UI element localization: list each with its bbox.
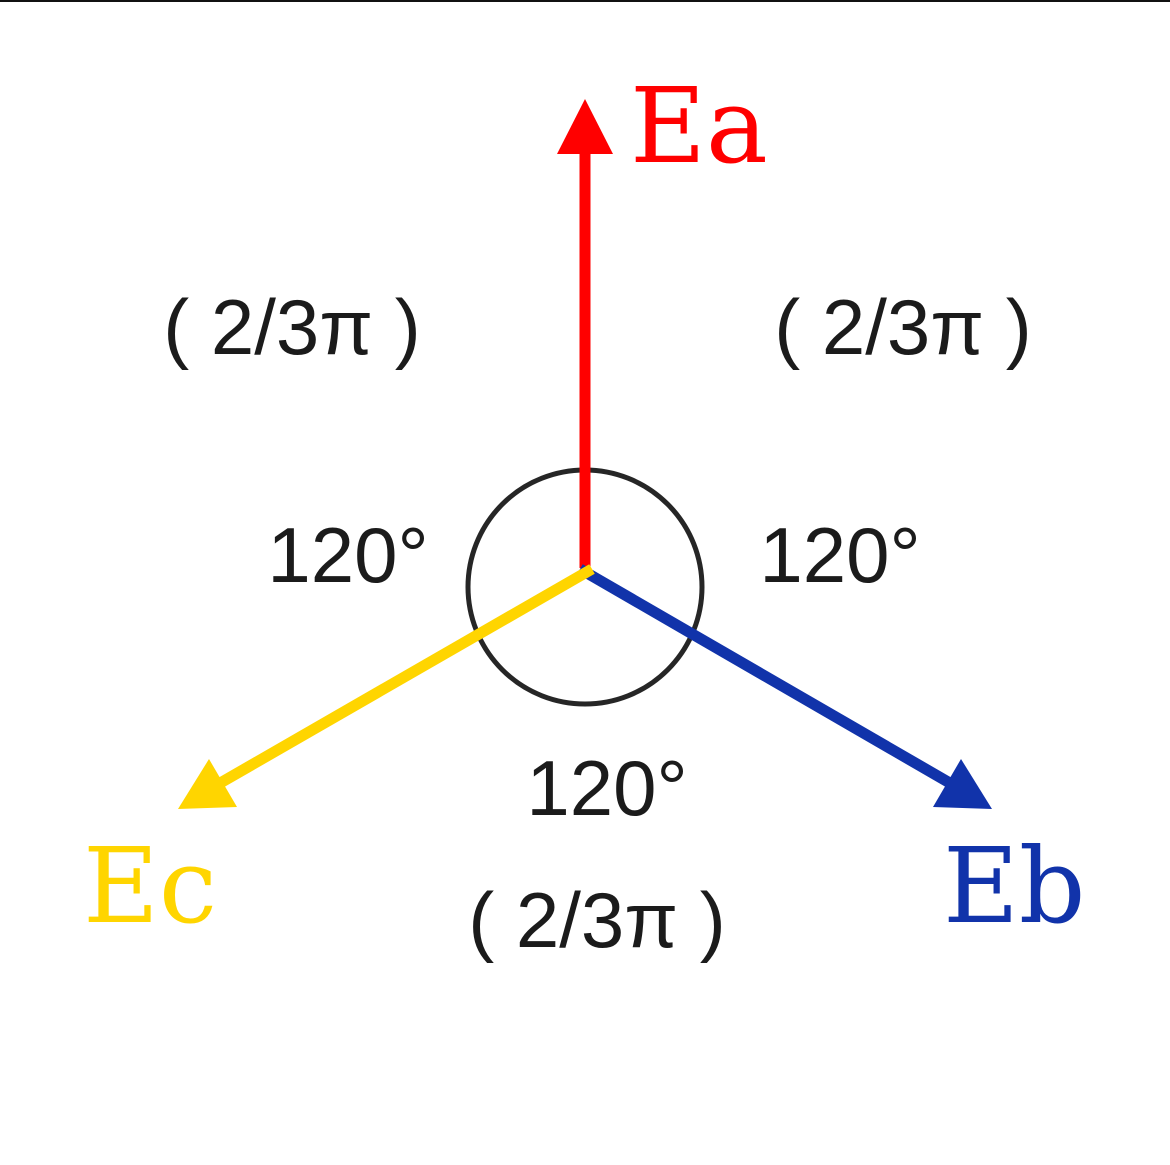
ec-label: Ec (83, 825, 217, 947)
angle-degrees-left: 120° (267, 511, 428, 599)
angle-radians-bottom: ( 2/3π ) (468, 876, 726, 964)
angle-degrees-bottom: 120° (526, 744, 687, 832)
phasor-eb (577, 564, 992, 809)
ea-label: Ea (630, 65, 768, 187)
ea-arrowhead (557, 99, 613, 154)
angle-radians-left: ( 2/3π ) (163, 283, 421, 371)
ec-arrowhead (178, 759, 237, 809)
phasor-ec (178, 564, 595, 809)
eb-label: Eb (943, 825, 1086, 947)
angle-radians-right: ( 2/3π ) (774, 283, 1032, 371)
angle-degrees-right: 120° (759, 511, 920, 599)
eb-arrowhead (933, 759, 992, 809)
ec-line (212, 564, 595, 791)
eb-line (577, 564, 958, 791)
phasor-ea (557, 99, 613, 568)
